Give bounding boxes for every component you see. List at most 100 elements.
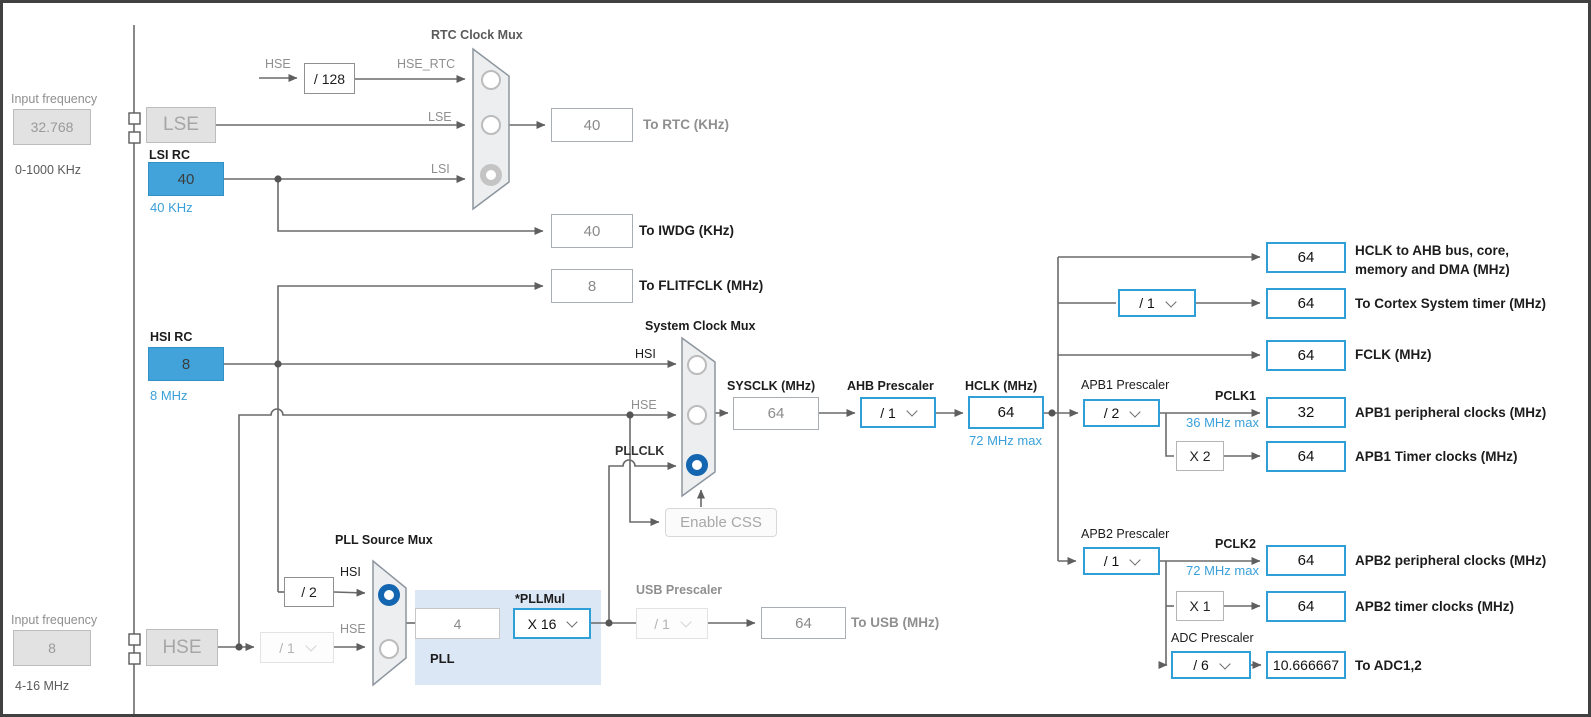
hse-pin-connector	[128, 633, 141, 646]
ahb-prescaler-value: / 1	[880, 404, 896, 421]
lse-pin-connector	[128, 112, 141, 125]
sysmux-radio-pllclk-selected[interactable]	[686, 454, 708, 476]
pll-source-mux-shape	[372, 559, 407, 687]
hclk-value-box: 64	[968, 396, 1044, 429]
hclk-ahb-value-box: 64	[1266, 242, 1346, 273]
apb2-prescaler-label: APB2 Prescaler	[1081, 527, 1170, 541]
lsi-rc-source-box: 40	[148, 162, 224, 196]
enable-css-button[interactable]: Enable CSS	[665, 508, 777, 537]
junction-dot	[605, 619, 613, 627]
to-iwdg-label: To IWDG (KHz)	[639, 223, 734, 238]
pllmux-radio-hse[interactable]	[379, 639, 399, 659]
junction-dot	[235, 643, 243, 651]
lse-frequency-range: 0-1000 KHz	[15, 163, 82, 177]
apb2-prescaler-dropdown[interactable]: / 1	[1083, 547, 1160, 575]
sysmux-radio-hsi[interactable]	[687, 355, 707, 375]
lse-input-frequency-field: 32.768	[13, 109, 91, 145]
hclk-ahb-label-line1: HCLK to AHB bus, core,	[1355, 243, 1510, 258]
hse-prediv-value: / 1	[279, 639, 295, 656]
hse-rtc-wire-label: HSE_RTC	[397, 57, 456, 71]
hsi-rc-label: HSI RC	[150, 330, 193, 344]
chevron-down-icon	[1219, 657, 1231, 670]
chevron-down-icon	[1129, 553, 1141, 566]
pllmul-label: *PLLMul	[515, 592, 565, 606]
usb-prescaler-dropdown[interactable]: / 1	[636, 608, 708, 639]
hse-prediv-dropdown[interactable]: / 1	[260, 632, 334, 663]
pllmul-dropdown[interactable]: X 16	[513, 608, 591, 639]
apb2-peripheral-label: APB2 peripheral clocks (MHz)	[1355, 553, 1547, 568]
hse-input-frequency-field: 8	[13, 630, 91, 666]
chevron-down-icon	[305, 640, 317, 652]
apb1-peripheral-label: APB1 peripheral clocks (MHz)	[1355, 405, 1547, 420]
cortex-timer-label: To Cortex System timer (MHz)	[1355, 296, 1547, 311]
input-frequency-label-bottom: Input frequency	[11, 613, 98, 627]
lsi-frequency-label: 40 KHz	[150, 200, 193, 215]
apb1-prescaler-label: APB1 Prescaler	[1081, 378, 1170, 392]
pllmux-radio-hsi-selected[interactable]	[378, 584, 400, 606]
pclk1-label: PCLK1	[1215, 389, 1256, 403]
hclk-label: HCLK (MHz)	[965, 379, 1038, 393]
to-rtc-label: To RTC (KHz)	[643, 117, 729, 132]
chevron-down-icon	[566, 616, 579, 628]
hse-source-box: HSE	[146, 629, 218, 666]
junction-dot	[274, 360, 282, 368]
apb1-timer-multiplier-box: X 2	[1176, 441, 1224, 471]
to-rtc-value-box: 40	[551, 108, 633, 142]
apb2-timer-label: APB2 timer clocks (MHz)	[1355, 599, 1515, 614]
to-usb-value-box: 64	[761, 607, 846, 639]
hse-pin-connector	[128, 652, 141, 665]
ahb-prescaler-label: AHB Prescaler	[847, 379, 934, 393]
pclk2-max-label: 72 MHz max	[1186, 563, 1259, 578]
to-iwdg-value-box: 40	[551, 214, 633, 248]
adc-value-box: 10.666667	[1266, 651, 1346, 679]
usb-prescaler-value: / 1	[654, 615, 670, 632]
lsi-wire-label: LSI	[431, 162, 450, 176]
adc-prescaler-dropdown[interactable]: / 6	[1171, 651, 1251, 679]
chevron-down-icon	[680, 616, 692, 628]
hse-wire-label: HSE	[265, 57, 291, 71]
junction-dot	[1048, 409, 1056, 417]
apb1-prescaler-dropdown[interactable]: / 2	[1083, 399, 1160, 427]
usb-prescaler-label: USB Prescaler	[636, 583, 723, 597]
cortex-prescaler-dropdown[interactable]: / 1	[1118, 289, 1196, 317]
lse-wire-label: LSE	[428, 110, 452, 124]
pll-source-mux-title: PLL Source Mux	[335, 533, 433, 547]
sysmux-radio-hse[interactable]	[687, 405, 707, 425]
adc-prescaler-value: / 6	[1193, 657, 1209, 673]
ahb-prescaler-dropdown[interactable]: / 1	[860, 397, 936, 428]
pll-label: PLL	[430, 651, 455, 666]
sysmux-pllclk-wire-label: PLLCLK	[615, 444, 665, 458]
sysclk-value-box: 64	[733, 397, 819, 430]
pllmul-value: X 16	[527, 615, 557, 632]
hclk-ahb-label-line2: memory and DMA (MHz)	[1355, 262, 1510, 277]
apb2-prescaler-value: / 1	[1103, 553, 1120, 569]
apb1-timer-label: APB1 Timer clocks (MHz)	[1355, 449, 1518, 464]
pclk1-max-label: 36 MHz max	[1186, 415, 1259, 430]
sysmux-hse-wire-label: HSE	[631, 398, 657, 412]
chevron-down-icon	[1165, 295, 1177, 308]
hsi-frequency-label: 8 MHz	[150, 388, 188, 403]
apb2-timer-multiplier-box: X 1	[1176, 591, 1224, 621]
fclk-value-box: 64	[1266, 340, 1346, 371]
adc-out-label: To ADC1,2	[1355, 658, 1422, 673]
rtc-hse-divider-box: / 128	[304, 63, 355, 94]
hclk-max-label: 72 MHz max	[969, 433, 1042, 448]
to-flitfclk-label: To FLITFCLK (MHz)	[639, 278, 764, 293]
lse-pin-connector	[128, 131, 141, 144]
sysclk-label: SYSCLK (MHz)	[727, 379, 816, 393]
sysmux-hsi-wire-label: HSI	[635, 347, 656, 361]
chevron-down-icon	[906, 405, 918, 417]
wiring-layer	[128, 25, 1262, 714]
cortex-prescaler-value: / 1	[1139, 295, 1155, 311]
junction-dot	[626, 411, 634, 419]
chevron-down-icon	[1129, 405, 1141, 418]
hse-frequency-range: 4-16 MHz	[15, 679, 70, 693]
rtc-clock-mux-title: RTC Clock Mux	[431, 28, 523, 42]
apb1-peripheral-value-box: 32	[1266, 397, 1346, 428]
to-usb-label: To USB (MHz)	[851, 615, 940, 630]
fclk-label: FCLK (MHz)	[1355, 347, 1432, 362]
pllmux-hsi-wire-label: HSI	[340, 565, 361, 579]
system-clock-mux-title: System Clock Mux	[645, 319, 756, 333]
rtc-mux-radio-lsi-selected	[480, 164, 502, 186]
